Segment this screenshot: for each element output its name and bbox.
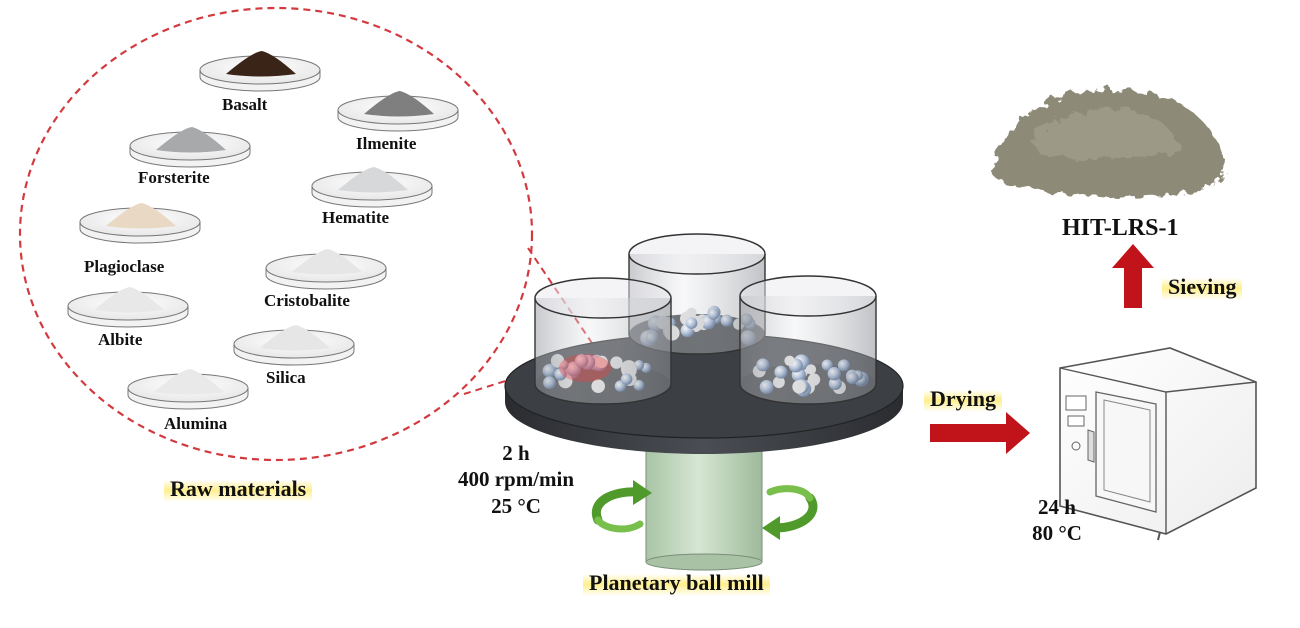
petri-dish-forsterite bbox=[129, 127, 251, 168]
sieving-label: Sieving bbox=[1162, 274, 1243, 300]
drying-conditions: 24 h 80 °C bbox=[1002, 494, 1112, 547]
ball-mill-title: Planetary ball mill bbox=[583, 570, 770, 596]
ball-mill-time: 2 h bbox=[502, 441, 530, 465]
petri-dish-basalt bbox=[199, 51, 321, 92]
planetary-ball-mill-graphic bbox=[504, 233, 904, 571]
dish-label-plagioclase: Plagioclase bbox=[84, 257, 165, 276]
mill-jar-right bbox=[739, 275, 877, 405]
petri-dish-ilmenite bbox=[337, 91, 459, 132]
raw-materials-dashed-circle bbox=[18, 6, 534, 462]
dish-label-forsterite: Forsterite bbox=[138, 168, 210, 187]
dish-label-basalt: Basalt bbox=[222, 95, 268, 114]
raw-materials-title: Raw materials bbox=[164, 476, 313, 502]
sieving-arrow-icon bbox=[1112, 244, 1154, 308]
ball-mill-conditions: 2 h 400 rpm/min 25 °C bbox=[418, 440, 614, 519]
dish-label-silica: Silica bbox=[266, 368, 306, 387]
mill-jar-left bbox=[534, 277, 672, 405]
drying-arrow-icon bbox=[930, 412, 1030, 454]
rotation-arrow-right-icon bbox=[762, 485, 818, 540]
dish-label-hematite: Hematite bbox=[322, 208, 390, 227]
ball-mill-speed: 400 rpm/min bbox=[457, 467, 575, 492]
petri-dish-cristobalite bbox=[265, 249, 387, 290]
dish-label-ilmenite: Ilmenite bbox=[356, 134, 417, 153]
drying-oven-graphic bbox=[1059, 347, 1257, 541]
rotation-arrow-left-icon bbox=[591, 480, 652, 533]
petri-dish-plagioclase bbox=[79, 203, 201, 244]
dish-label-cristobalite: Cristobalite bbox=[264, 291, 350, 310]
product-powder-pile bbox=[990, 89, 1226, 197]
petri-dish-albite bbox=[67, 287, 189, 328]
product-label: HIT-LRS-1 bbox=[1062, 215, 1179, 241]
petri-dish-alumina bbox=[127, 369, 249, 410]
petri-dish-hematite bbox=[311, 167, 433, 208]
petri-dish-silica bbox=[233, 325, 355, 366]
drying-label: Drying bbox=[924, 386, 1002, 412]
ball-mill-temperature: 25 °C bbox=[491, 493, 541, 518]
dish-label-albite: Albite bbox=[98, 330, 143, 349]
petri-dishes bbox=[67, 51, 459, 410]
drying-temperature: 80 °C bbox=[1032, 521, 1082, 546]
dish-label-alumina: Alumina bbox=[164, 414, 228, 433]
drying-time: 24 h bbox=[1038, 495, 1076, 519]
